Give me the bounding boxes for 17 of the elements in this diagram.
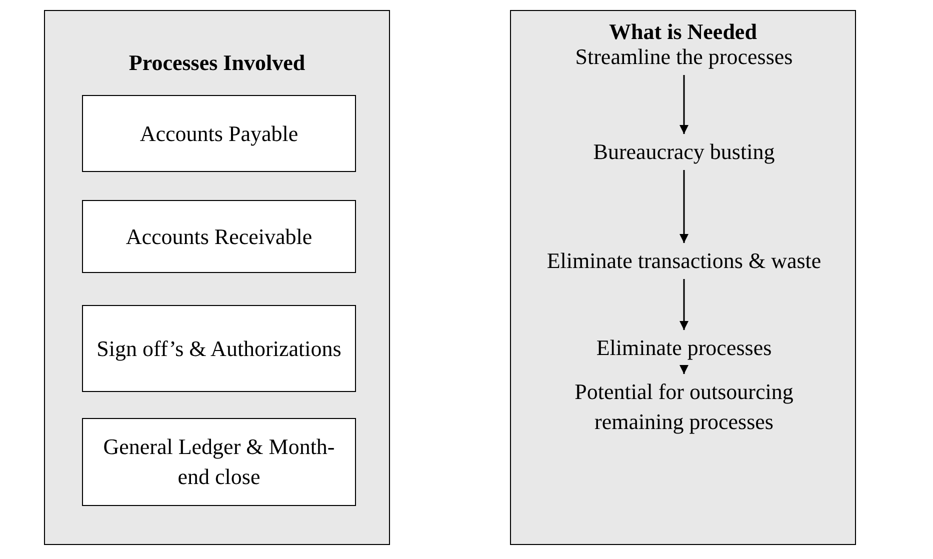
panel-heading: What is Needed [608, 18, 758, 46]
step-text: Potential for outsourcing remaining processes [574, 378, 794, 436]
process-box: Accounts Payable [82, 95, 356, 172]
panel-background [510, 10, 856, 545]
process-box: Sign off’s & Authorizations [82, 305, 356, 392]
step-text: Eliminate transactions & waste [546, 247, 822, 275]
arrow [680, 75, 688, 134]
process-box: Accounts Receivable [82, 200, 356, 273]
arrow [680, 170, 688, 243]
arrow [680, 365, 688, 374]
process-box: General Ledger & Month-end close [82, 418, 356, 506]
panel-background [44, 10, 390, 545]
step-text: Bureaucracy busting [593, 138, 775, 166]
panel-heading: Processes Involved [128, 49, 306, 77]
step-text: Eliminate processes [596, 334, 772, 362]
arrow [680, 279, 688, 330]
step-text: Streamline the processes [575, 43, 793, 71]
